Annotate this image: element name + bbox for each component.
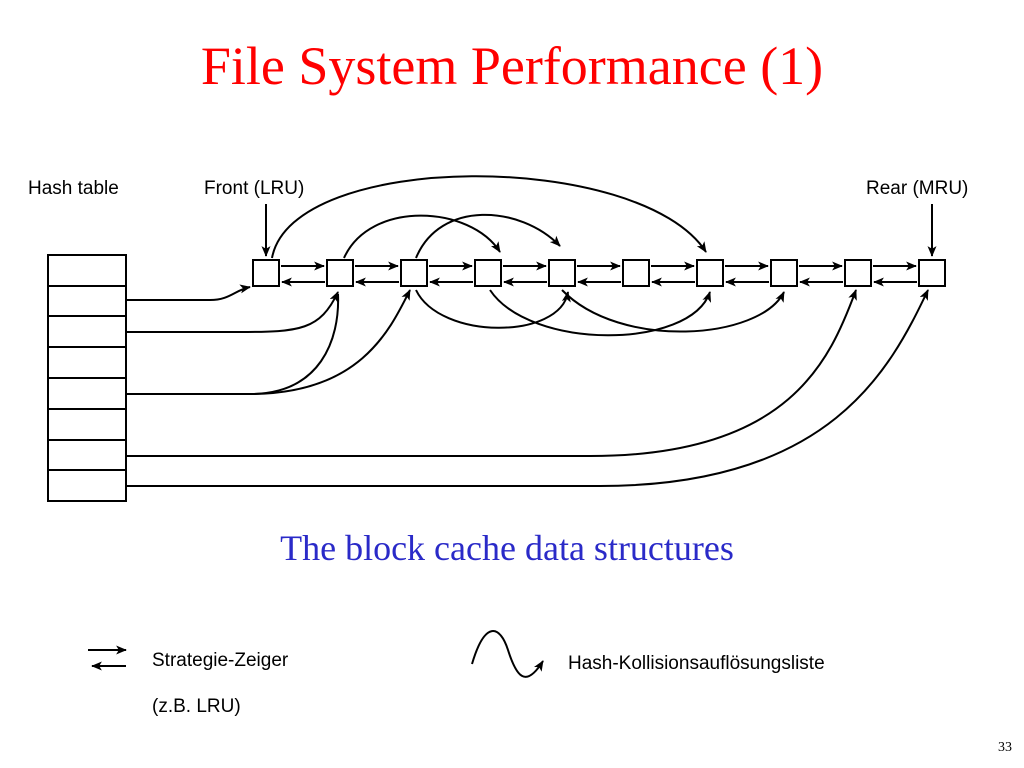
hash-slot-pointer (126, 284, 251, 301)
hash-slot-pointer (126, 289, 857, 457)
slide-title: File System Performance (1) (200, 36, 824, 96)
hash-slot-pointer (126, 291, 339, 333)
diagram-caption: The block cache data structures (280, 528, 734, 568)
strategy-pointer-icon (88, 645, 127, 671)
legend-hash-collision-label: Hash-Kollisionsauflösungsliste (568, 653, 825, 674)
hash-collision-chains (126, 175, 929, 487)
cache-block (548, 259, 576, 287)
cache-block (844, 259, 872, 287)
page-number: 33 (998, 740, 1012, 755)
hash-table-label: Hash table (28, 178, 119, 199)
cache-block (326, 259, 354, 287)
hash-slot-pointer (126, 293, 340, 395)
cache-block (474, 259, 502, 287)
cache-block (252, 259, 280, 287)
lru-list (252, 259, 946, 287)
collision-chain-arc (415, 289, 571, 329)
collision-chain-arc (489, 289, 712, 337)
front-lru-label: Front (LRU) (204, 178, 304, 199)
hash-slot-pointer (126, 289, 929, 487)
hash-table (47, 254, 127, 502)
cache-block (918, 259, 946, 287)
cache-block (622, 259, 650, 287)
collision-chain-arc (271, 175, 707, 259)
hash-collision-icon (471, 630, 544, 678)
rear-mru-label: Rear (MRU) (866, 178, 968, 199)
collision-chain-arc (561, 289, 785, 333)
collision-chain-arc (343, 214, 501, 259)
legend-strategy-example-label: (z.B. LRU) (152, 696, 241, 717)
cache-block (400, 259, 428, 287)
legend-strategy-pointer-label: Strategie-Zeiger (152, 650, 289, 671)
cache-block (770, 259, 798, 287)
cache-block (696, 259, 724, 287)
hash-slot-pointer (126, 289, 411, 395)
collision-chain-arc (415, 213, 561, 259)
